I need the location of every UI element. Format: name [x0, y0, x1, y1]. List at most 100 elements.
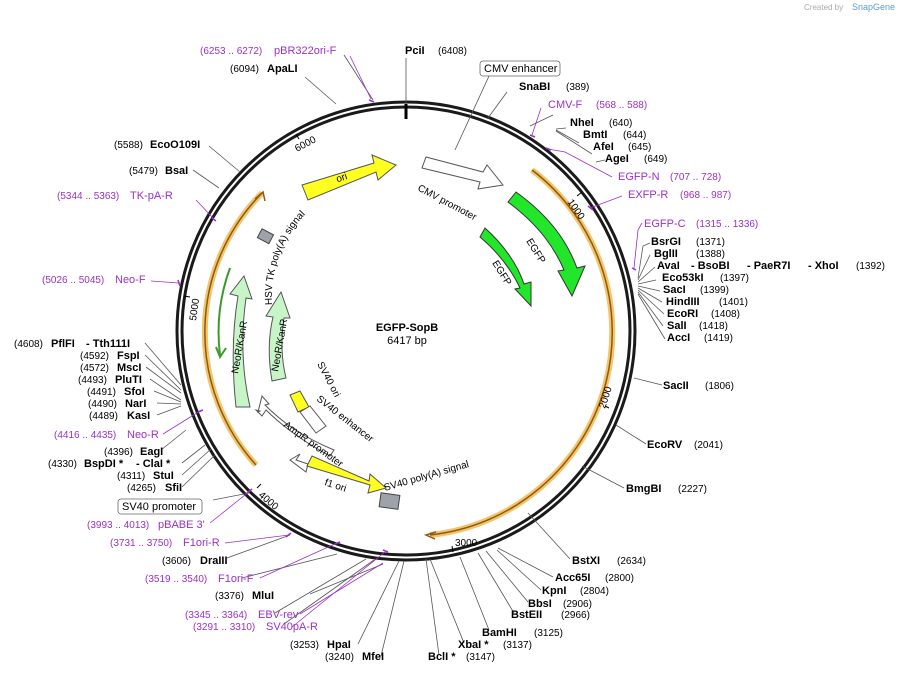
enzyme-bbsi-pos: (2906) — [563, 599, 592, 610]
enzyme-apali: ApaLI — [267, 63, 298, 75]
orf-arc-neo-inner — [217, 267, 231, 356]
enzyme-sfii: SfiI — [165, 482, 182, 494]
enzyme-bsai-pos: (5479) — [129, 166, 158, 177]
enzyme-nhei: NheI — [570, 117, 594, 129]
f1-ori-feature — [306, 455, 388, 494]
enzyme-sfii-pos: (4265) — [127, 483, 156, 494]
plasmid-size: 6417 bp — [387, 335, 427, 347]
orf-arc-left — [204, 192, 263, 466]
f1-ori-label: f1 ori — [323, 477, 348, 494]
egfp-outer-label: EGFP — [523, 237, 547, 266]
enzyme-bmti-pos: (644) — [623, 130, 646, 141]
enzyme-eagi-pos: (4396) — [104, 447, 133, 458]
enzyme-mfei-pos: (3240) — [325, 652, 354, 663]
tick-6000-mark — [295, 133, 300, 140]
orf-arc-sopb-glow — [429, 167, 616, 538]
enzyme-acci-pos: (1419) — [704, 333, 733, 344]
enzyme-bamhi: BamHI — [482, 627, 517, 639]
enzyme-xhoi: - XhoI — [808, 260, 839, 272]
cmv-enhancer-box — [479, 60, 561, 77]
tick-5000-mark — [183, 295, 191, 298]
orf-arc-sopb — [429, 169, 613, 536]
primer-pbr322-range: (6253 .. 6272) — [200, 46, 262, 57]
enzyme-eco53ki-pos: (1397) — [720, 273, 749, 284]
primer-neor: Neo-R — [127, 429, 159, 441]
enzyme-eco53ki: Eco53kI — [662, 272, 704, 284]
primer-sv40par-range: (3291 .. 3310) — [193, 622, 255, 633]
ori-feature — [301, 154, 397, 201]
primer-mark-cmvf — [529, 134, 536, 138]
enzyme-agei: AgeI — [605, 153, 629, 165]
enzyme-hindiii-pos: (1401) — [719, 297, 748, 308]
enzyme-sacii: SacII — [663, 380, 689, 392]
orfs — [201, 167, 616, 540]
primer-mark-pbr322 — [368, 99, 375, 103]
enzyme-hpai-pos: (3253) — [290, 640, 319, 651]
enzyme-nhei-pos: (640) — [609, 118, 632, 129]
enzyme-labels: PciI (6408) SnaBI (389) NheI (640) BmtI … — [14, 45, 885, 663]
primer-egfpc: EGFP-C — [644, 218, 686, 230]
tick-4000-mark — [256, 483, 262, 489]
primer-neof-range: (5026 .. 5045) — [42, 275, 104, 286]
enzyme-avai-pos: (1392) — [856, 261, 885, 272]
boxed-labels: CMV enhancer SV40 promoter — [117, 60, 561, 515]
primer-mark-tkpar — [211, 217, 217, 222]
primer-tkpar: TK-pA-R — [130, 190, 173, 202]
enzyme-bbsi: BbsI — [528, 598, 552, 610]
hsv-tk-label-path: HSV TK poly(A) signal — [264, 209, 308, 306]
enzyme-mlui: MluI — [252, 590, 274, 602]
enzyme-sfoi: SfoI — [124, 386, 145, 398]
enzyme-eco0109i-pos: (5588) — [114, 140, 143, 151]
primer-pbabe-range: (3993 .. 4013) — [87, 520, 149, 531]
enzyme-bsobi: - BsoBI — [691, 260, 730, 272]
plasmid-name: EGFP-SopB — [376, 322, 438, 334]
enzyme-bsrgi-pos: (1371) — [696, 237, 725, 248]
enzyme-pluti: PluTI — [115, 374, 142, 386]
leader-lines — [144, 54, 666, 657]
primer-mark-egfpc — [631, 267, 637, 271]
enzyme-hpai: HpaI — [327, 639, 351, 651]
enzyme-afei: AfeI — [593, 141, 614, 153]
tick-3000-mark — [451, 545, 454, 553]
enzyme-kasi: KasI — [127, 410, 150, 422]
enzyme-stui-pos: (4311) — [117, 471, 145, 482]
enzyme-xbai-pos: (3137) — [503, 640, 532, 651]
primer-f1orif-range: (3519 .. 3540) — [145, 574, 207, 585]
primer-egfpn: EGFP-N — [618, 171, 660, 183]
enzyme-snabi-pos: (389) — [566, 82, 589, 93]
enzyme-sacii-pos: (1806) — [705, 381, 734, 392]
features — [229, 154, 586, 510]
sv40-ori-label: SV40 ori — [314, 360, 342, 399]
tick-2000: 2000 — [597, 385, 614, 410]
tick-2000-mark — [604, 405, 610, 409]
enzyme-agei-pos: (649) — [644, 154, 667, 165]
orf-arc-left-head — [254, 190, 266, 202]
enzyme-ecori: EcoRI — [667, 308, 698, 320]
enzyme-kpni-pos: (2804) — [580, 586, 609, 597]
tick-1000: 1000 — [565, 197, 587, 222]
orf-arc-left-glow — [201, 190, 265, 468]
enzyme-stui: StuI — [153, 470, 174, 482]
enzyme-fspi: FspI — [117, 350, 140, 362]
primer-tkpar-range: (5344 .. 5363) — [57, 191, 119, 202]
ori-label: ori — [335, 171, 349, 185]
primer-exfpr-range: (968 .. 987) — [680, 190, 731, 201]
primer-pbabe: pBABE 3' — [158, 519, 205, 531]
enzyme-apali-pos: (6094) — [230, 64, 259, 75]
enzyme-bcli-pos: (3147) — [466, 652, 495, 663]
enzyme-bspdi-pos: (4330) — [48, 459, 77, 470]
primer-mark-sv40par — [382, 549, 389, 553]
enzyme-sfoi-pos: (4491) — [87, 387, 116, 398]
primer-f1orir-range: (3731 .. 3750) — [110, 538, 172, 549]
sv40-enhancer-label: SV40 enhancer — [314, 394, 376, 446]
enzyme-bsrgi: BsrGI — [651, 236, 681, 248]
ampr-promoter-feature — [254, 394, 335, 457]
hsv-tk-polya-feature — [256, 228, 275, 245]
enzyme-sali-pos: (1418) — [699, 321, 728, 332]
enzyme-pluti-pos: (4493) — [78, 375, 107, 386]
primer-ebvrev-range: (3345 .. 3364) — [185, 610, 247, 621]
enzyme-bspdi: BspDI * — [84, 458, 124, 470]
primer-leaders — [150, 55, 643, 628]
enzyme-bglii: BglII — [654, 248, 678, 260]
credit-brand: SnapGene — [852, 2, 895, 12]
